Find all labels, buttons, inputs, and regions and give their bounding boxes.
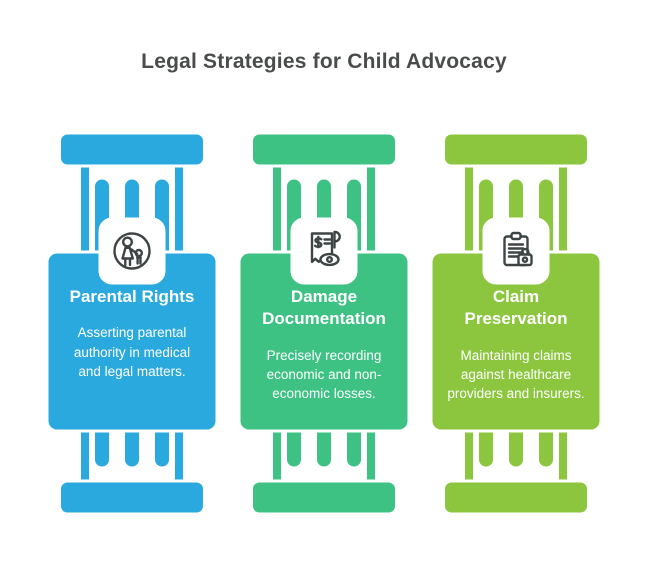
receipt-eye-icon [310,230,341,267]
pillar-claim-preservation: Claim Preservation Maintaining claims ag… [428,131,604,516]
clipboard-lock-icon [503,231,533,267]
card-text-block: Claim Preservation Maintaining claims ag… [446,286,586,403]
card-text-block: Parental Rights Asserting parental autho… [62,286,202,381]
card-title: Damage Documentation [262,287,386,329]
page-title: Legal Strategies for Child Advocacy [141,50,507,73]
card-description: Asserting parental authority in medical … [73,325,191,379]
family-icon [113,232,151,270]
card-text-block: Damage Documentation Precisely recording… [254,286,394,403]
pillar-column-graphic [45,131,219,516]
icon-badge [290,217,358,285]
card-description: Precisely recording economic and non-eco… [266,347,382,402]
card-title: Claim Preservation [464,287,568,329]
pillar-column-graphic [429,131,603,516]
icon-badge [482,217,550,285]
card-title: Parental Rights [69,287,195,306]
column-base [442,479,590,516]
column-capital [442,131,590,168]
pillar-parental-rights: Parental Rights Asserting parental autho… [44,131,220,516]
column-base [58,479,206,516]
pillar-column-graphic [237,131,411,516]
column-capital [58,131,206,168]
column-capital [250,131,398,168]
card-description: Maintaining claims against healthcare pr… [447,347,585,402]
pillar-damage-documentation: Damage Documentation Precisely recording… [236,131,412,516]
column-base [250,479,398,516]
